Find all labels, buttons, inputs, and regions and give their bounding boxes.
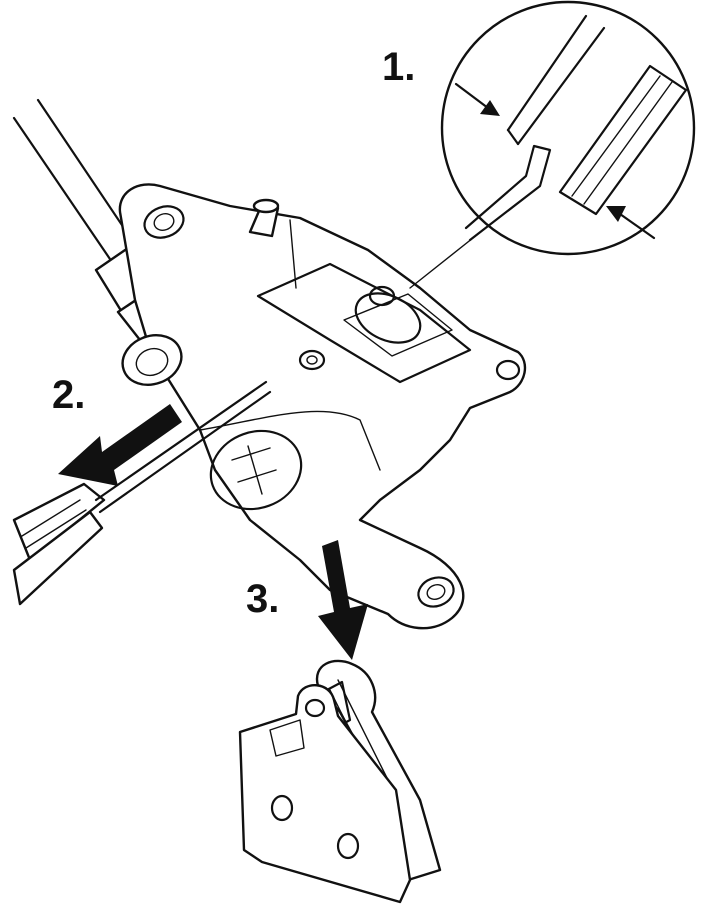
step-2-label: 2. <box>52 373 85 417</box>
pliers-tool <box>12 380 272 606</box>
step-3-arrow <box>318 540 368 660</box>
step-2-arrow <box>58 404 182 486</box>
brake-caliper <box>118 183 527 630</box>
brake-pads <box>238 659 442 904</box>
step-3-label: 3. <box>246 577 279 621</box>
step-1-label: 1. <box>382 45 415 89</box>
detail-callout-circle <box>409 0 696 289</box>
